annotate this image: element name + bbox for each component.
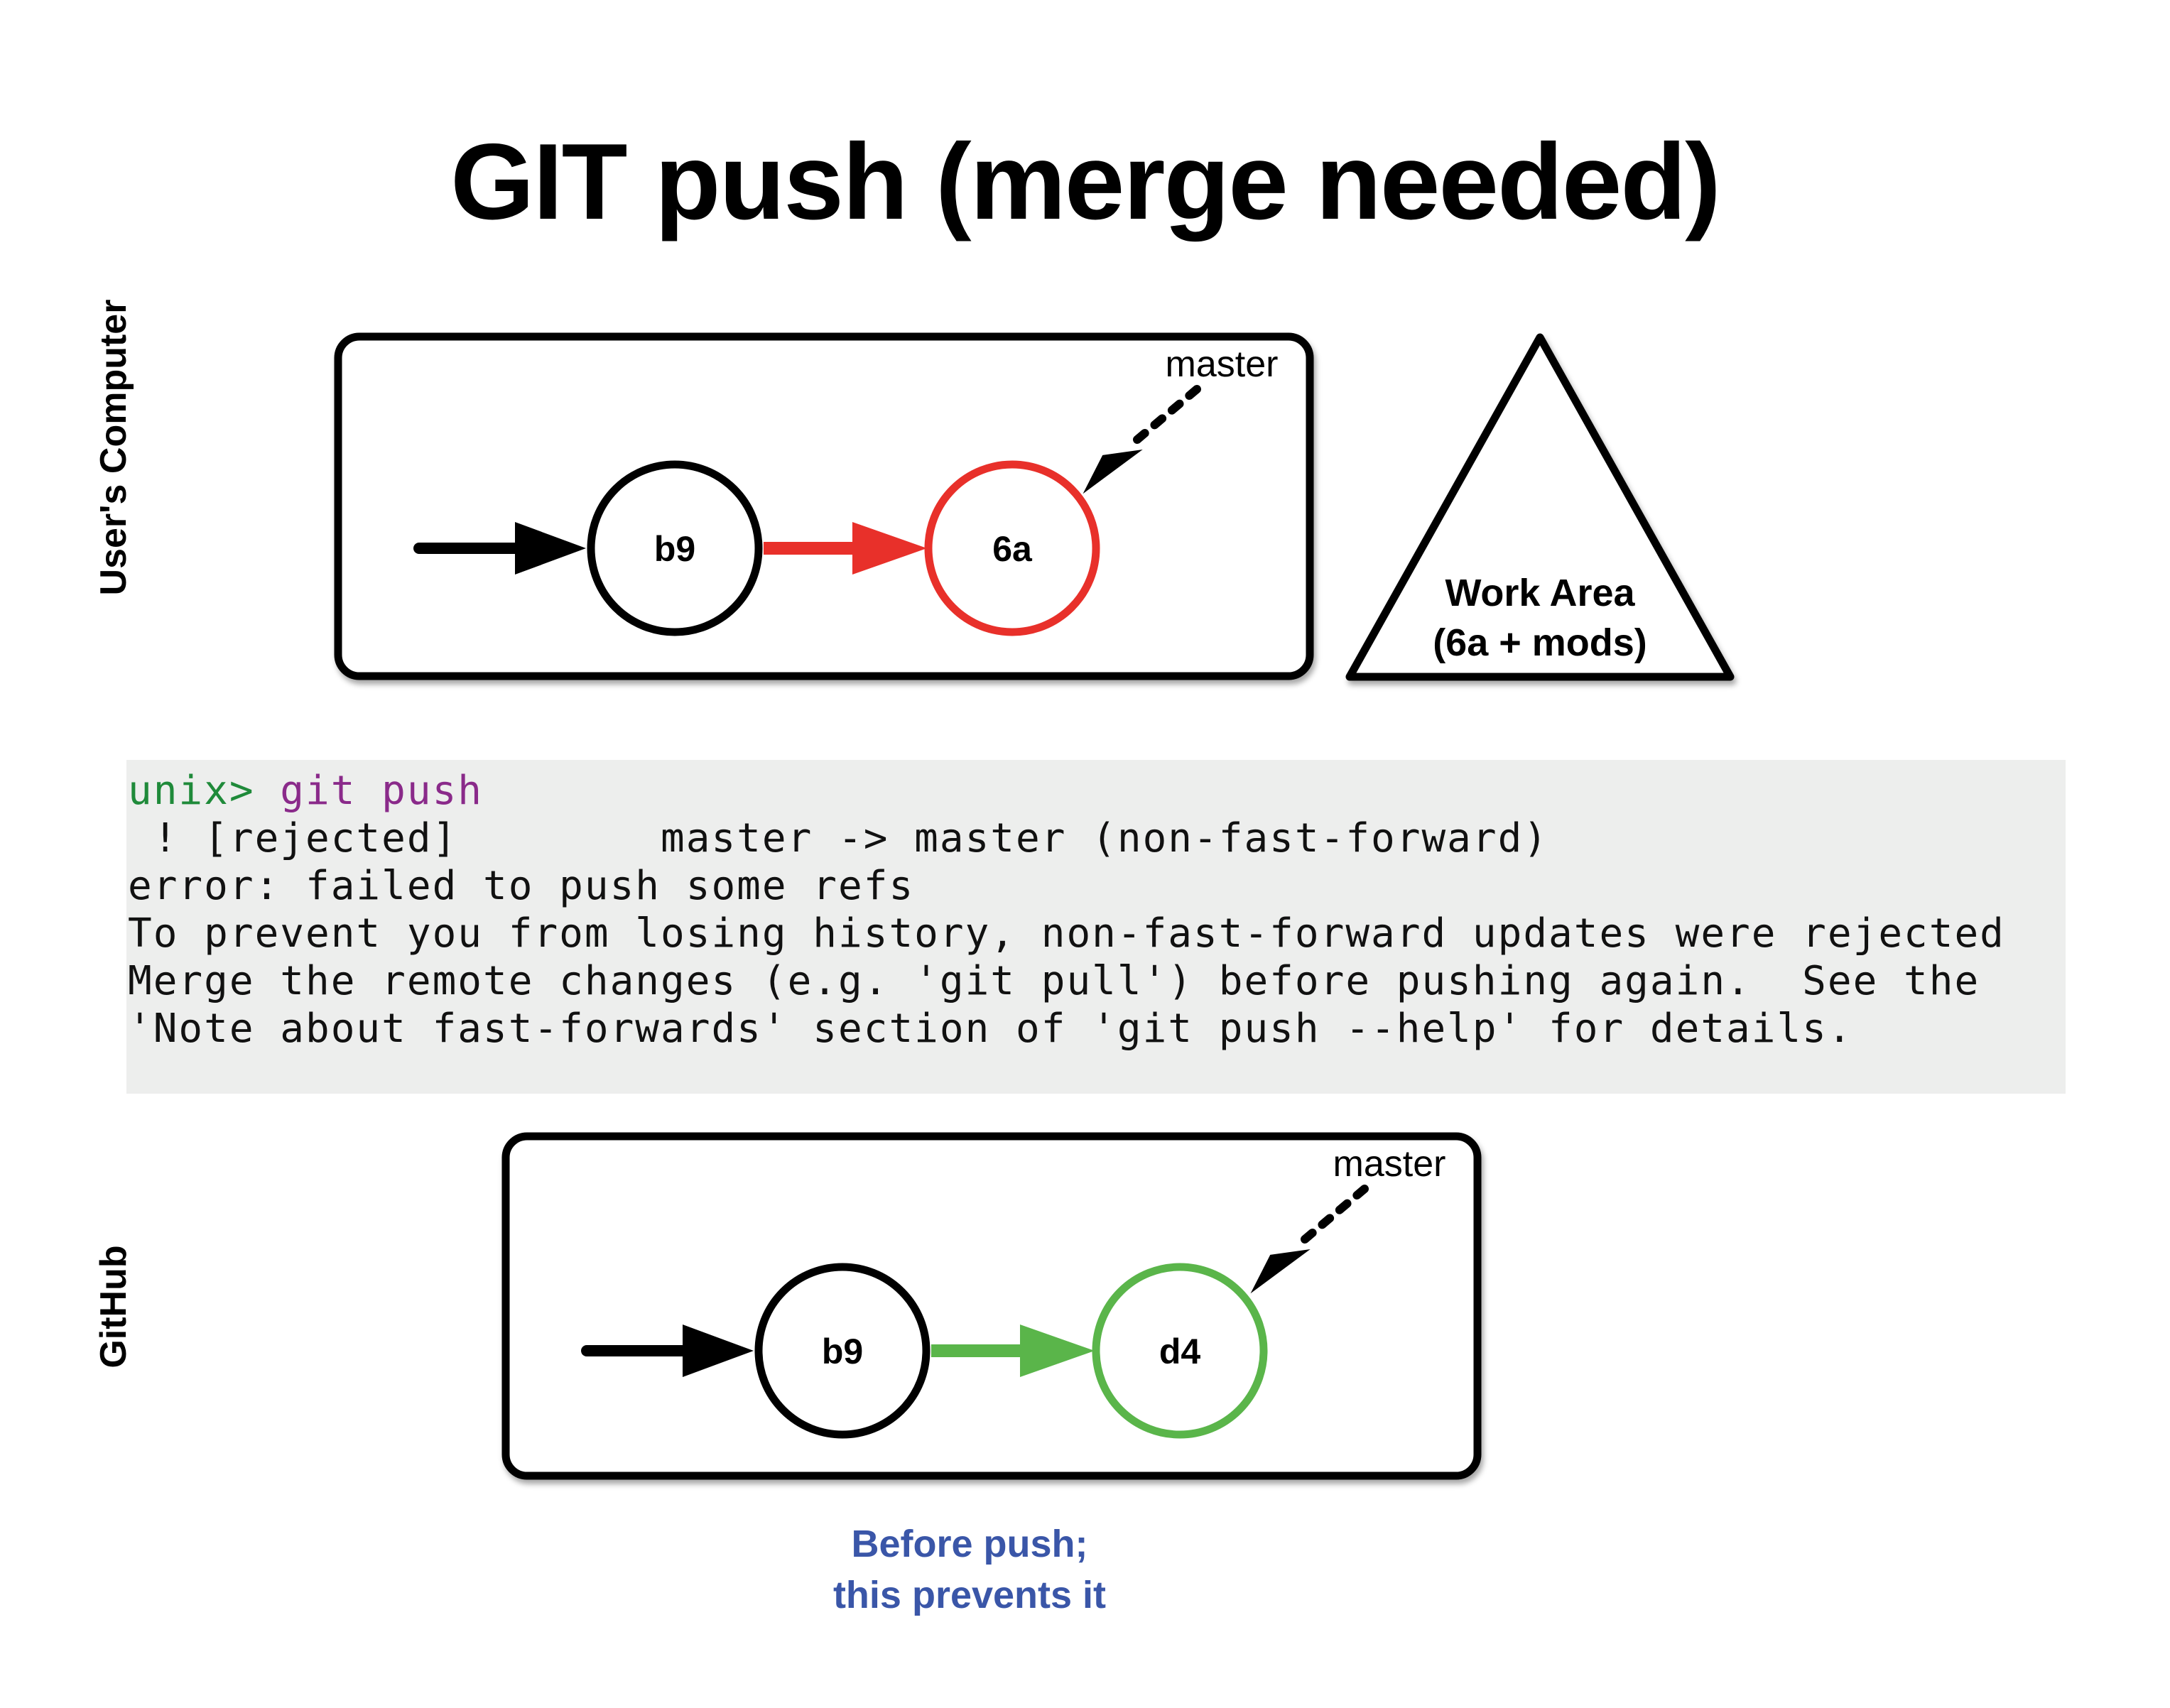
terminal-line: To prevent you from losing history, non-… (128, 910, 2005, 957)
caption: Before push; this prevents it (756, 1518, 1183, 1621)
local-repo-box (334, 332, 1314, 680)
remote-repo-box (501, 1132, 1482, 1480)
work-area-triangle (1345, 333, 1735, 681)
remote-master-pointer (1250, 1185, 1369, 1294)
local-incoming-arrow (413, 522, 586, 575)
page-title: GIT push (merge needed) (450, 121, 1721, 242)
terminal-prompt: unix> (128, 768, 255, 814)
local-commit-b9: b9 (587, 460, 763, 636)
terminal-text: unix> git push ! [rejected] master -> ma… (128, 767, 2005, 1052)
caption-line-2: this prevents it (832, 1574, 1107, 1616)
remote-commit-d4-label: d4 (1159, 1332, 1201, 1371)
remote-commit-b9-label: b9 (822, 1332, 863, 1371)
terminal-line: error: failed to push some refs (128, 863, 915, 909)
terminal-output: unix> git push ! [rejected] master -> ma… (126, 760, 2066, 1094)
local-commit-6a-label: 6a (992, 529, 1033, 569)
local-edge-arrow (764, 522, 927, 575)
remote-incoming-arrow (581, 1324, 754, 1377)
remote-commit-d4: d4 (1092, 1263, 1268, 1439)
local-commit-b9-label: b9 (654, 529, 695, 569)
local-commit-6a: 6a (924, 460, 1100, 636)
remote-commit-b9: b9 (754, 1263, 931, 1439)
terminal-line: 'Note about fast-forwards' section of 'g… (128, 1006, 1853, 1052)
work-area-subtitle: (6a + mods) (1433, 621, 1647, 664)
terminal-command: git push (254, 768, 484, 814)
local-master-pointer (1083, 385, 1201, 494)
caption-line-1: Before push; (851, 1523, 1088, 1565)
terminal-line: Merge the remote changes (e.g. 'git pull… (128, 958, 1980, 1004)
remote-edge-arrow (931, 1324, 1095, 1377)
terminal-line: ! [rejected] master -> master (non-fast-… (128, 815, 1549, 861)
remote-master-label: master (1333, 1143, 1446, 1185)
local-master-label: master (1166, 344, 1279, 385)
work-area-title: Work Area (1445, 572, 1635, 614)
